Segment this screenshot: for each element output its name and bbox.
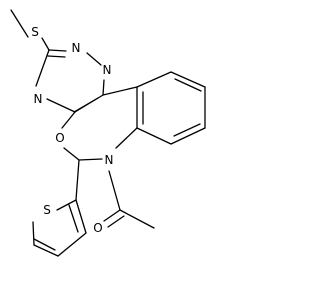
bond (78, 158, 103, 161)
bond (119, 209, 155, 229)
bond (33, 244, 59, 257)
bond (41, 37, 50, 51)
bond (35, 49, 50, 87)
bond (33, 238, 56, 251)
bond-lines (10, 9, 206, 257)
atom-label-n-triazine-4: N (34, 92, 43, 106)
bond (103, 209, 121, 222)
bond (170, 71, 206, 88)
bond (75, 199, 87, 234)
atom-label-n-triazine-3: N (103, 63, 112, 77)
bond (102, 79, 105, 96)
bond (61, 111, 76, 129)
bond (108, 170, 121, 211)
bond (63, 147, 80, 161)
bond (68, 204, 79, 233)
bond (86, 52, 102, 66)
bond (47, 55, 66, 58)
molecule-structure: S N N N O N O S (10, 9, 206, 257)
atom-labels: S N N N O N O S (31, 25, 113, 235)
bond (48, 49, 67, 52)
atom-label-o-ring: O (55, 131, 64, 145)
bond (170, 127, 206, 145)
bond (75, 159, 80, 201)
bond (32, 221, 35, 246)
atom-label-o-carbonyl: O (93, 221, 102, 235)
bond (73, 97, 99, 113)
atom-label-s-methylthio: S (31, 25, 39, 39)
bond (173, 123, 201, 137)
bond (115, 127, 138, 149)
bond (57, 232, 87, 257)
atom-label-s-thiophene: S (43, 203, 51, 217)
bond (102, 86, 138, 96)
bond (46, 98, 76, 113)
bond (56, 199, 77, 211)
atom-label-n-amide: N (105, 153, 114, 167)
bond (136, 71, 172, 88)
bond (174, 78, 202, 92)
bond (10, 9, 29, 38)
atom-label-n-triazine-2: N (72, 41, 81, 55)
bond (107, 215, 125, 228)
bond (136, 127, 172, 145)
